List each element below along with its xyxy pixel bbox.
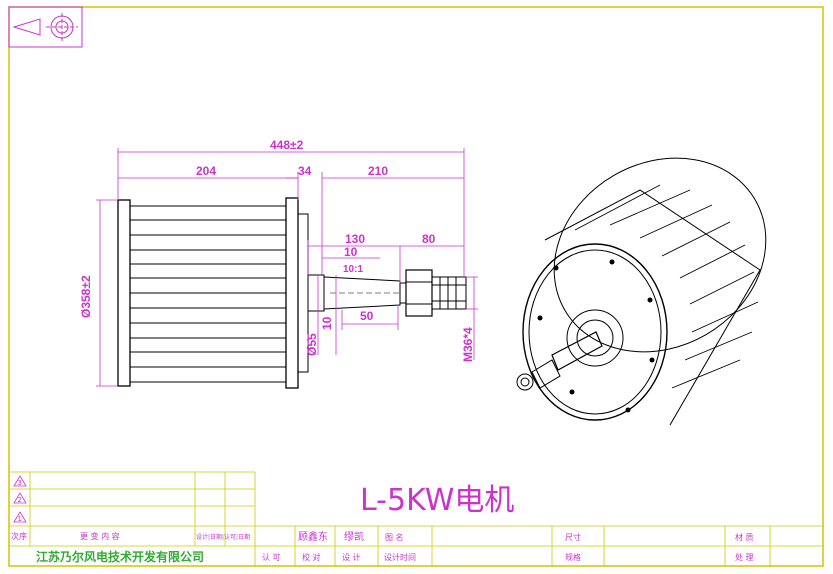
- title-block-grid: [9, 471, 823, 566]
- change-label: 更 变 内 容: [80, 531, 120, 541]
- dim-flange-gap: 34: [298, 164, 312, 178]
- dim-taper: 10:1: [343, 264, 363, 275]
- projection-symbol-icon: [8, 6, 83, 48]
- size-label: 尺寸: [565, 532, 581, 542]
- material-label: 材 质: [735, 532, 754, 542]
- rev-mark-1: 1: [18, 515, 22, 523]
- dim-stator-width: 204: [196, 164, 216, 178]
- treatment-label: 处 理: [735, 552, 754, 562]
- dim-shaft-diameter: Ø55: [305, 333, 319, 356]
- signer-label: 设计|日期|认可|日期: [196, 533, 250, 541]
- design-label: 设 计: [342, 552, 361, 562]
- rev-mark-3: 3: [18, 479, 22, 487]
- dim-shaft-total: 210: [368, 164, 388, 178]
- drawing-name-label: 图 名: [385, 532, 404, 542]
- drawing-title: L-5KW电机: [360, 483, 514, 518]
- dim-step: 10: [344, 245, 358, 259]
- design-time-label: 设计时间: [384, 552, 416, 562]
- dim-thread: M36*4: [461, 327, 475, 362]
- rev-mark-2: 2: [18, 496, 22, 504]
- company-name: 江苏乃尔风电技术开发有限公司: [36, 549, 204, 564]
- name-designer: 顾鑫东: [298, 530, 328, 543]
- dim-shaft-mid: 130: [345, 232, 365, 246]
- motor-3d-view: [516, 157, 767, 426]
- side-view: [117, 197, 467, 389]
- rev-label: 次序: [11, 531, 27, 541]
- name-checker: 缪凯: [344, 530, 364, 543]
- approve-label: 认 可: [262, 552, 281, 562]
- outer-border: [8, 6, 824, 567]
- dim-lower-step: 10: [320, 316, 334, 330]
- spec-label: 规格: [565, 552, 581, 562]
- dim-shaft-end: 80: [422, 232, 436, 246]
- dim-overall-length: 448±2: [270, 138, 304, 152]
- dimension-lines: [96, 148, 478, 387]
- revision-marks: 3 2 1: [13, 475, 27, 523]
- dim-outer-diameter: Ø358±2: [79, 275, 93, 318]
- dim-key-length: 50: [360, 309, 374, 323]
- check-label: 校 对: [302, 552, 321, 562]
